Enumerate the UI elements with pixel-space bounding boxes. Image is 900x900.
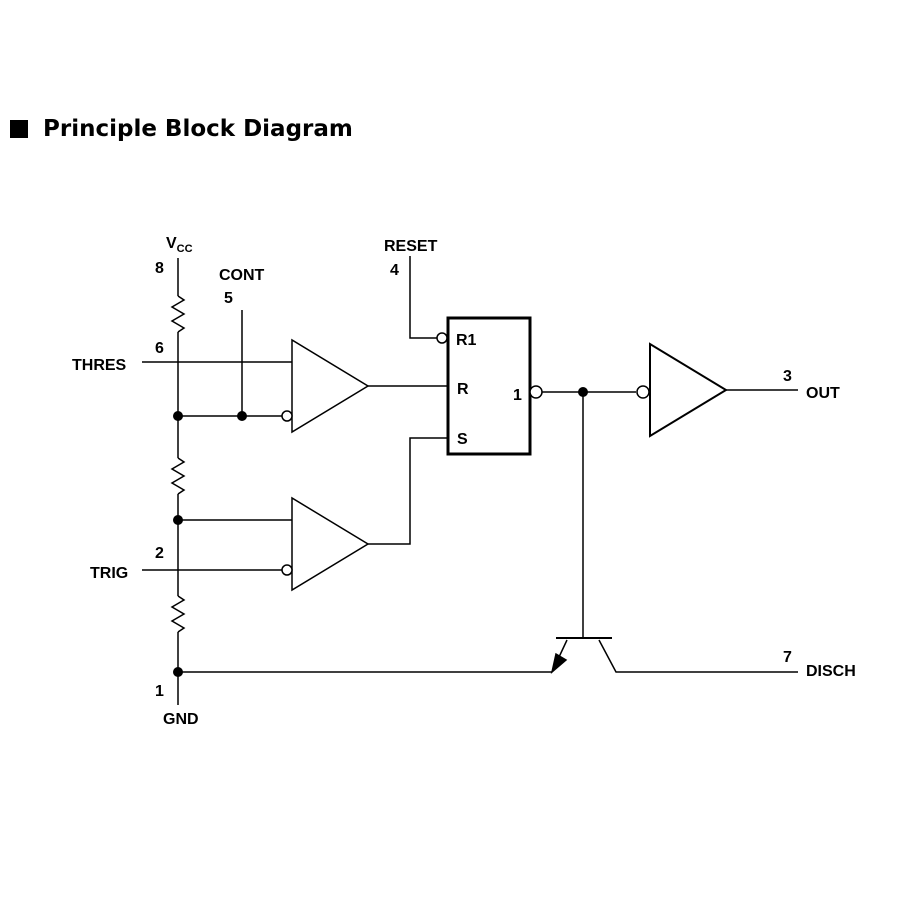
disch-pin-number: 7 bbox=[783, 649, 792, 666]
cont-label: CONT bbox=[219, 267, 265, 284]
resistor-top bbox=[170, 295, 186, 333]
trig-label: TRIG bbox=[90, 565, 128, 582]
reset-wire bbox=[409, 256, 437, 339]
junction-dot bbox=[173, 515, 183, 525]
resistor-middle bbox=[170, 457, 186, 495]
resistor-bottom bbox=[170, 595, 186, 633]
output-buffer-invert-bubble bbox=[636, 385, 650, 399]
flipflop-r1-label: R1 bbox=[456, 332, 477, 349]
reset-invert-bubble bbox=[436, 332, 448, 344]
page-heading: Principle Block Diagram bbox=[10, 114, 353, 144]
flip-flop-output-bubble bbox=[529, 385, 543, 399]
vcc-pin-number: 8 bbox=[155, 260, 164, 277]
transistor-collector bbox=[598, 639, 798, 673]
gnd-label: GND bbox=[163, 711, 199, 728]
gnd-pin-number: 1 bbox=[155, 683, 164, 700]
junction-dot bbox=[237, 411, 247, 421]
flipflop-r-label: R bbox=[457, 381, 469, 398]
heading-square-icon bbox=[10, 120, 28, 138]
thres-label: THRES bbox=[72, 357, 127, 374]
transistor-emitter-arrow-icon bbox=[550, 652, 568, 675]
page-title: Principle Block Diagram bbox=[43, 116, 353, 142]
comparator-threshold-invert-bubble bbox=[281, 410, 293, 422]
out-label: OUT bbox=[806, 385, 840, 402]
flipflop-output-number: 1 bbox=[513, 387, 522, 404]
junction-dot bbox=[173, 411, 183, 421]
flip-flop bbox=[446, 316, 532, 456]
comp2-to-s-wire bbox=[368, 437, 448, 545]
comparator-trigger-invert-bubble bbox=[281, 564, 293, 576]
comparator-trigger bbox=[291, 496, 370, 592]
trig-pin-number: 2 bbox=[155, 545, 164, 562]
flipflop-s-label: S bbox=[457, 431, 468, 448]
thres-pin-number: 6 bbox=[155, 340, 164, 357]
junction-dot bbox=[578, 387, 588, 397]
out-pin-number: 3 bbox=[783, 368, 792, 385]
output-buffer bbox=[649, 342, 728, 438]
reset-label: RESET bbox=[384, 238, 438, 255]
reset-pin-number: 4 bbox=[390, 262, 399, 279]
vcc-label: VCC bbox=[166, 235, 193, 255]
cont-pin-number: 5 bbox=[224, 290, 233, 307]
disch-label: DISCH bbox=[806, 663, 856, 680]
junction-dot bbox=[173, 667, 183, 677]
comparator-threshold bbox=[291, 338, 370, 434]
